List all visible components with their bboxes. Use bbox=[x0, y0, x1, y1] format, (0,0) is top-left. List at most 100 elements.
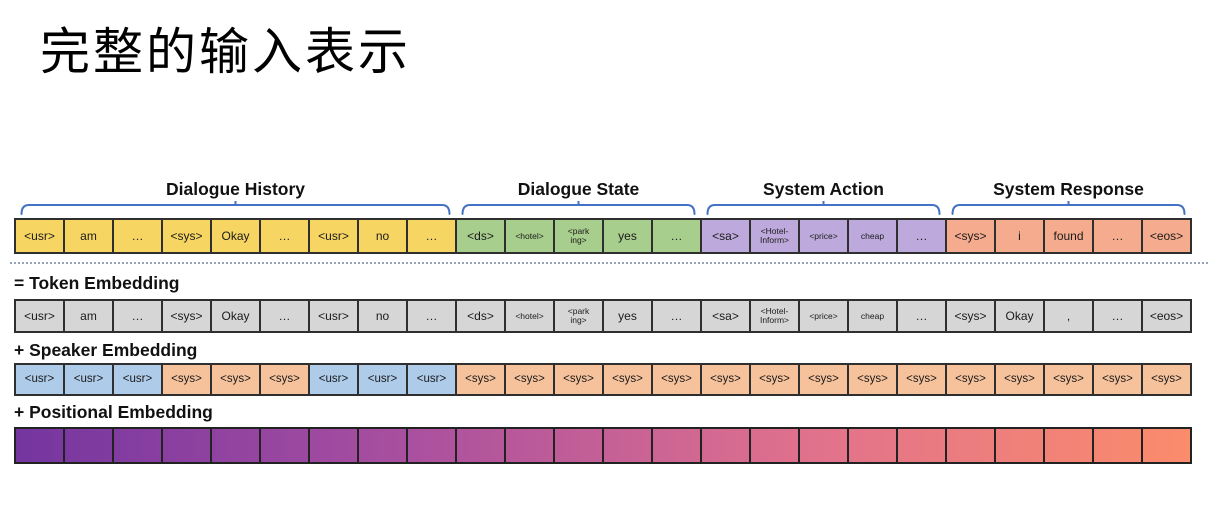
token-cell: no bbox=[357, 299, 408, 333]
positional-cell bbox=[1043, 427, 1094, 464]
positional-cell bbox=[161, 427, 212, 464]
positional-cell bbox=[406, 427, 457, 464]
token-cell: <sa> bbox=[700, 299, 751, 333]
token-cell: am bbox=[63, 218, 114, 254]
speaker-cell-usr: <usr> bbox=[357, 363, 408, 396]
speaker-cell-sys: <sys> bbox=[994, 363, 1045, 396]
token-cell: yes bbox=[602, 218, 653, 254]
token-cell: cheap bbox=[847, 218, 898, 254]
section-brace-dialogue-history bbox=[20, 200, 451, 216]
token-cell: i bbox=[994, 218, 1045, 254]
positional-cell bbox=[847, 427, 898, 464]
speaker-cell-usr: <usr> bbox=[14, 363, 65, 396]
positional-embedding-heading: + Positional Embedding bbox=[14, 402, 213, 422]
speaker-cell-sys: <sys> bbox=[553, 363, 604, 396]
token-cell: … bbox=[1092, 299, 1143, 333]
token-cell: … bbox=[259, 218, 310, 254]
section-brace-dialogue-state bbox=[461, 200, 696, 216]
positional-embedding-row bbox=[14, 427, 1192, 464]
positional-cell bbox=[14, 427, 65, 464]
speaker-cell-sys: <sys> bbox=[1043, 363, 1094, 396]
speaker-cell-sys: <sys> bbox=[1092, 363, 1143, 396]
token-cell: <Hotel- Inform> bbox=[749, 218, 800, 254]
positional-cell bbox=[896, 427, 947, 464]
speaker-cell-sys: <sys> bbox=[504, 363, 555, 396]
section-header-system-response: System Response bbox=[993, 179, 1144, 199]
speaker-cell-usr: <usr> bbox=[112, 363, 163, 396]
token-cell: … bbox=[896, 218, 947, 254]
speaker-cell-sys: <sys> bbox=[455, 363, 506, 396]
section-brace-system-action bbox=[706, 200, 941, 216]
section-header-dialogue-history: Dialogue History bbox=[165, 179, 306, 199]
positional-cell bbox=[112, 427, 163, 464]
token-cell: <sys> bbox=[161, 218, 212, 254]
token-cell: <ds> bbox=[455, 299, 506, 333]
token-cell: <usr> bbox=[308, 218, 359, 254]
token-cell: <usr> bbox=[14, 299, 65, 333]
token-cell: no bbox=[357, 218, 408, 254]
speaker-cell-sys: <sys> bbox=[749, 363, 800, 396]
token-cell: , bbox=[1043, 299, 1094, 333]
token-cell: Okay bbox=[210, 218, 261, 254]
positional-cell bbox=[308, 427, 359, 464]
positional-cell bbox=[553, 427, 604, 464]
token-cell: <sys> bbox=[945, 218, 996, 254]
input-representation-row: <usr>am…<sys>Okay…<usr>no…<ds><hotel><pa… bbox=[14, 218, 1192, 254]
speaker-embedding-row: <usr><usr><usr><sys><sys><sys><usr><usr>… bbox=[14, 363, 1192, 396]
token-cell: <Hotel- Inform> bbox=[749, 299, 800, 333]
positional-cell bbox=[504, 427, 555, 464]
token-cell: … bbox=[259, 299, 310, 333]
speaker-cell-usr: <usr> bbox=[406, 363, 457, 396]
brace-icon bbox=[706, 200, 941, 215]
positional-cell bbox=[602, 427, 653, 464]
dotted-divider bbox=[10, 262, 1208, 264]
speaker-cell-sys: <sys> bbox=[945, 363, 996, 396]
section-brace-system-response bbox=[951, 200, 1186, 216]
positional-cell bbox=[1141, 427, 1192, 464]
token-cell: <eos> bbox=[1141, 218, 1192, 254]
token-cell: <park ing> bbox=[553, 299, 604, 333]
brace-icon bbox=[20, 200, 451, 215]
positional-cell bbox=[210, 427, 261, 464]
positional-cell bbox=[945, 427, 996, 464]
token-cell: <hotel> bbox=[504, 218, 555, 254]
token-cell: … bbox=[896, 299, 947, 333]
speaker-embedding-heading: + Speaker Embedding bbox=[14, 340, 198, 360]
positional-cell bbox=[798, 427, 849, 464]
speaker-cell-sys: <sys> bbox=[210, 363, 261, 396]
token-embedding-heading: = Token Embedding bbox=[14, 273, 180, 293]
token-cell: … bbox=[651, 218, 702, 254]
positional-cell bbox=[455, 427, 506, 464]
token-cell: yes bbox=[602, 299, 653, 333]
positional-cell bbox=[994, 427, 1045, 464]
positional-cell bbox=[651, 427, 702, 464]
token-embedding-row: <usr>am…<sys>Okay…<usr>no…<ds><hotel><pa… bbox=[14, 299, 1192, 333]
token-cell: Okay bbox=[210, 299, 261, 333]
token-cell: … bbox=[112, 299, 163, 333]
token-cell: … bbox=[406, 218, 457, 254]
positional-cell bbox=[63, 427, 114, 464]
speaker-cell-sys: <sys> bbox=[700, 363, 751, 396]
speaker-cell-sys: <sys> bbox=[602, 363, 653, 396]
speaker-cell-sys: <sys> bbox=[651, 363, 702, 396]
token-cell: <ds> bbox=[455, 218, 506, 254]
token-cell: … bbox=[651, 299, 702, 333]
token-cell: … bbox=[1092, 218, 1143, 254]
token-cell: <usr> bbox=[14, 218, 65, 254]
token-cell: <park ing> bbox=[553, 218, 604, 254]
speaker-cell-sys: <sys> bbox=[847, 363, 898, 396]
speaker-cell-sys: <sys> bbox=[798, 363, 849, 396]
positional-cell bbox=[700, 427, 751, 464]
token-cell: found bbox=[1043, 218, 1094, 254]
section-header-system-action: System Action bbox=[763, 179, 884, 199]
token-cell: … bbox=[406, 299, 457, 333]
positional-cell bbox=[259, 427, 310, 464]
slide-title: 完整的输入表示 bbox=[40, 24, 411, 80]
token-cell: <price> bbox=[798, 218, 849, 254]
speaker-cell-sys: <sys> bbox=[259, 363, 310, 396]
brace-icon bbox=[951, 200, 1186, 215]
token-cell: am bbox=[63, 299, 114, 333]
token-cell: cheap bbox=[847, 299, 898, 333]
token-cell: <eos> bbox=[1141, 299, 1192, 333]
token-cell: <price> bbox=[798, 299, 849, 333]
